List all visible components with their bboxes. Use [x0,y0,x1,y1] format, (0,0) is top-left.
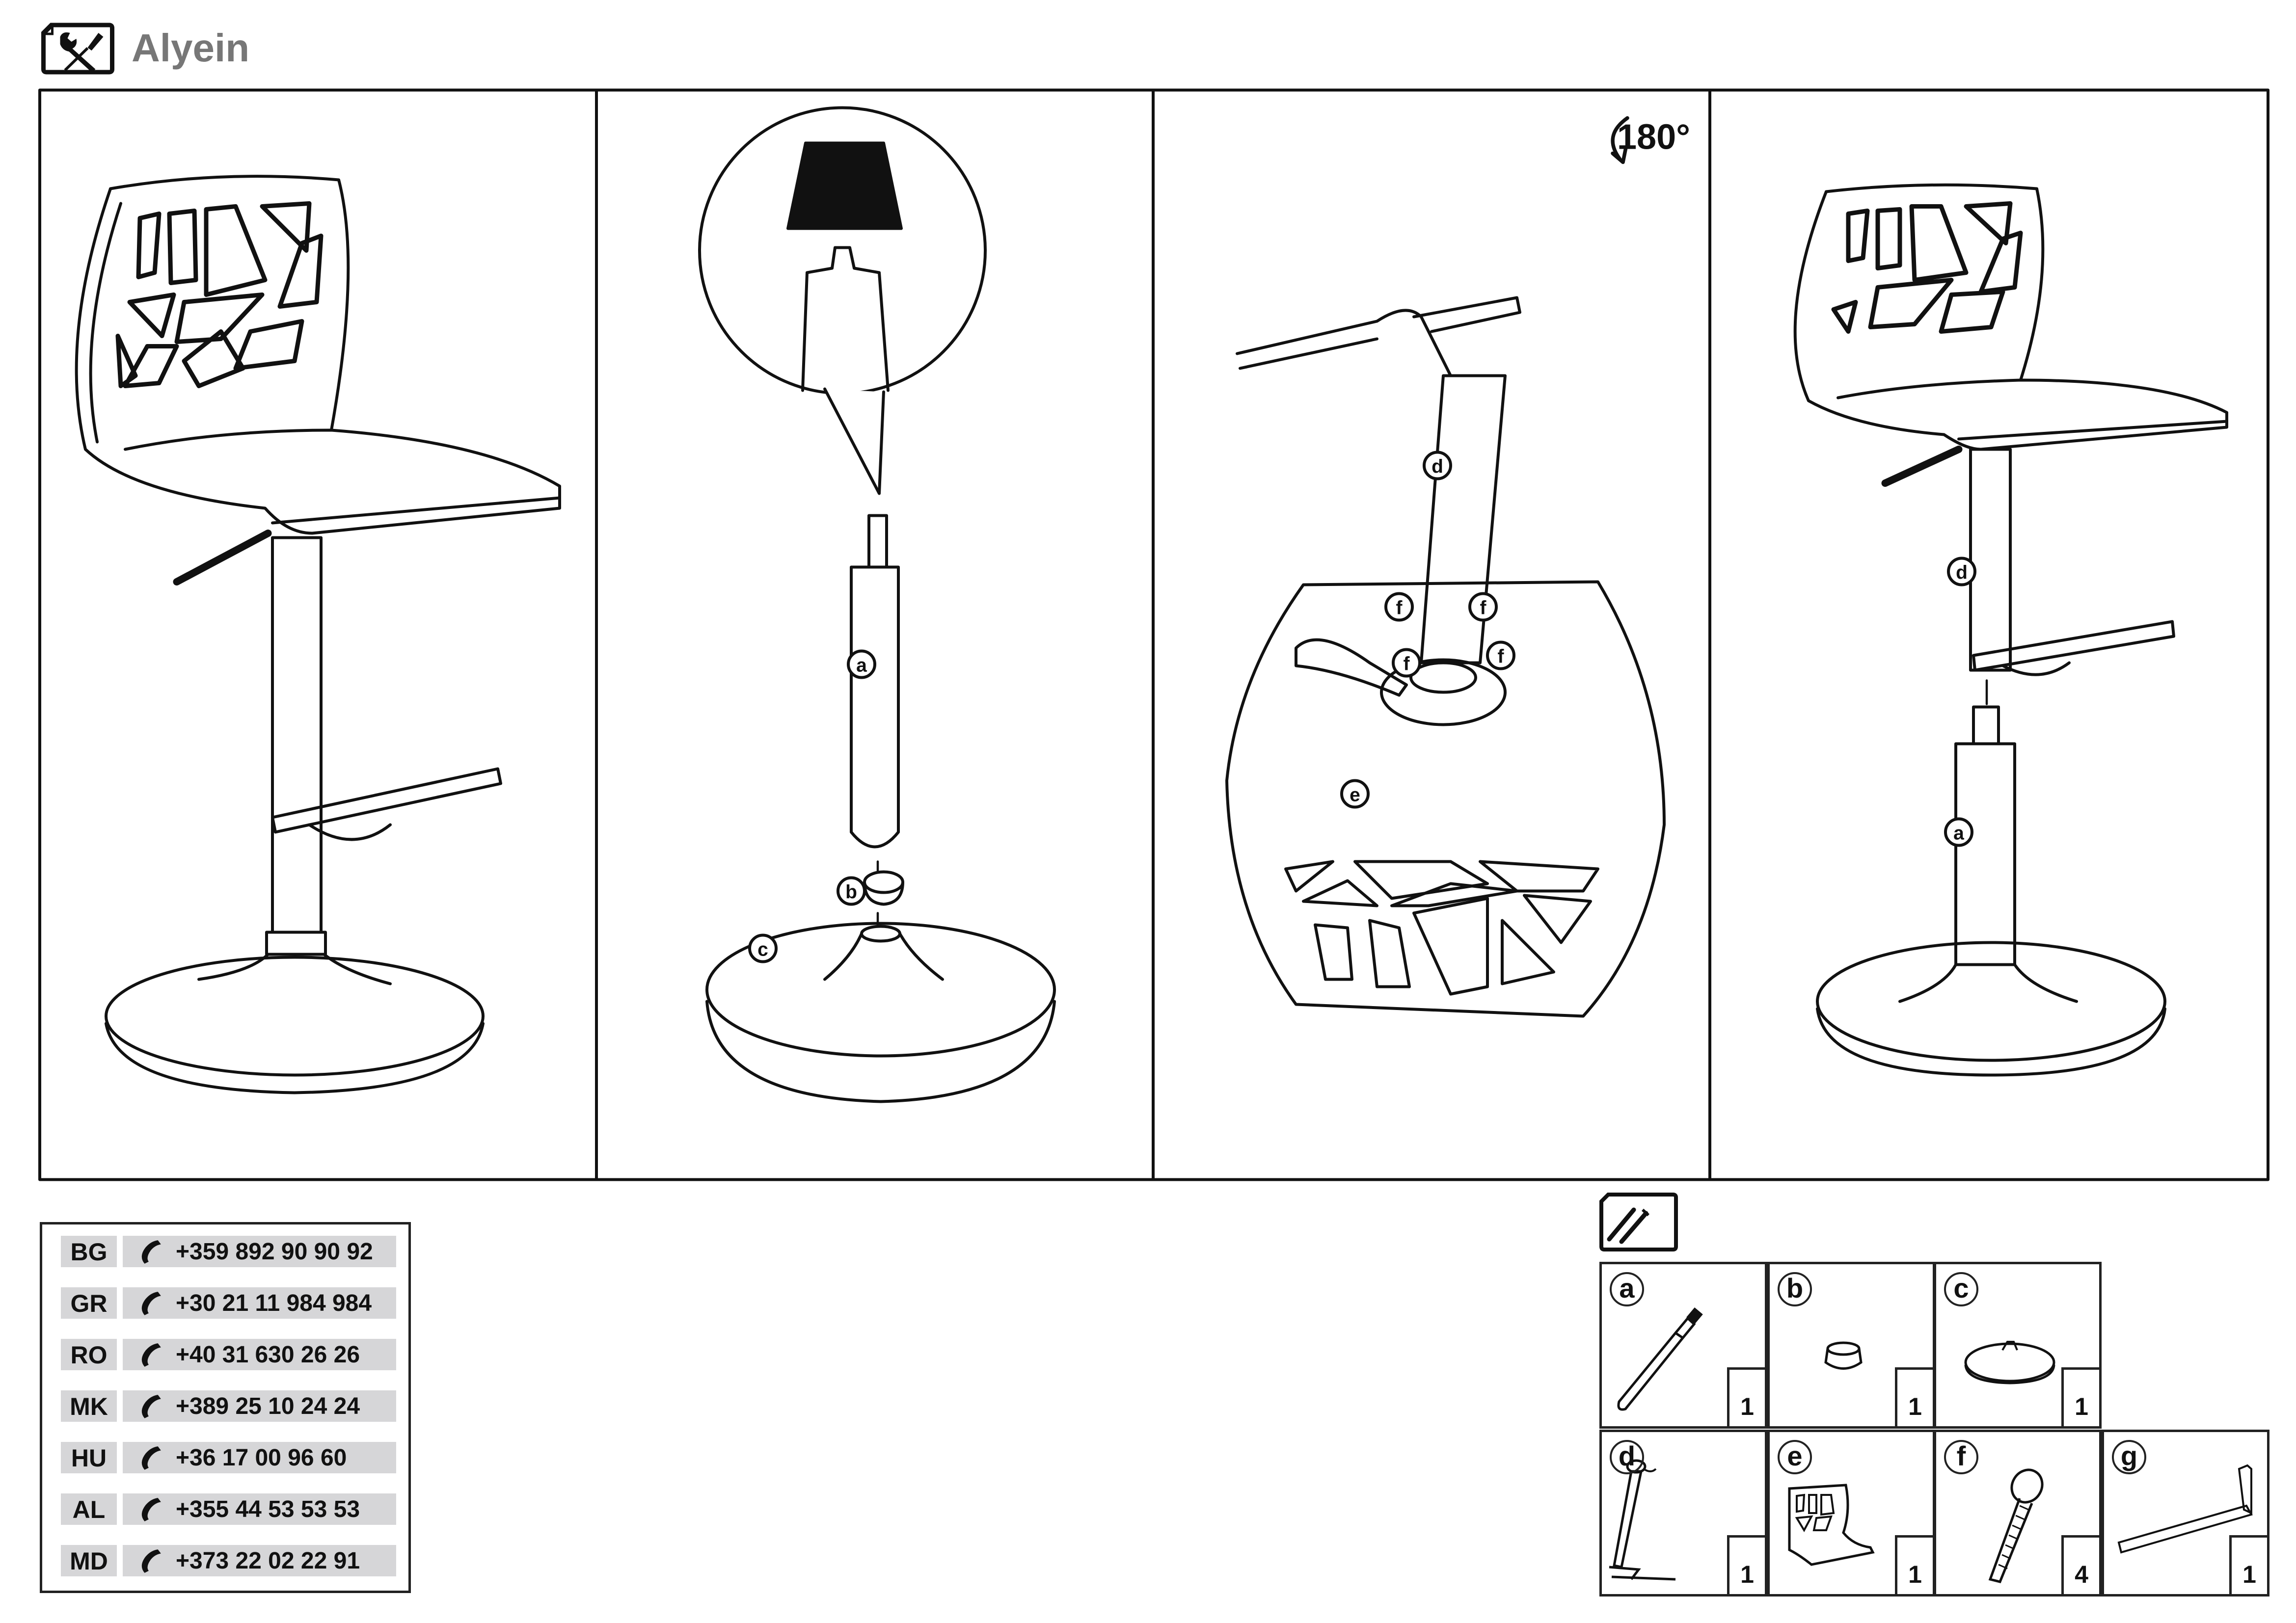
country-code: AL [61,1493,117,1525]
phone-icon [141,1549,161,1573]
country-code: RO [61,1339,117,1370]
country-code: MD [61,1545,117,1576]
callout-a: a [1953,823,1964,844]
step3-illustration [1225,116,1666,1018]
phone-number: +30 21 11 984 984 [176,1290,372,1316]
part-letter: g [2112,1440,2146,1474]
phone-number: +36 17 00 96 60 [176,1445,347,1471]
part-f-illustration [1988,1468,2044,1583]
part-b-illustration [1824,1341,1863,1370]
part-c-illustration [1964,1341,2055,1384]
country-code: GR [61,1287,117,1319]
callout-c: c [757,939,768,960]
callout-f: f [1396,598,1403,619]
wrench-screwdriver-icon [41,23,114,75]
phone-number-box: +40 31 630 26 26 [123,1339,396,1370]
phone-number-box: +373 22 02 22 91 [123,1545,396,1576]
callout-f: f [1404,654,1410,675]
part-quantity: 1 [1727,1535,1767,1596]
phone-number: +373 22 02 22 91 [176,1548,360,1574]
phone-icon [141,1395,161,1418]
phone-icon [141,1446,161,1470]
part-letter: e [1778,1440,1812,1474]
part-letter: a [1610,1272,1644,1306]
country-code: HU [61,1442,117,1473]
phone-icon [141,1240,161,1264]
callout-b: b [845,882,857,903]
part-quantity: 1 [2061,1367,2102,1429]
callout-d: d [1956,562,1968,584]
part-e-illustration [1788,1484,1875,1566]
part-letter: c [1944,1272,1978,1306]
step1-chair-illustration [75,175,561,1094]
country-code: MK [61,1390,117,1422]
callout-d: d [1432,456,1443,478]
step2-illustration [698,106,1056,1103]
callout-e: e [1350,785,1360,806]
part-quantity: 1 [1895,1535,1935,1596]
step4-chair-illustration [1793,183,2228,1077]
phone-icon [141,1498,161,1521]
callout-f: f [1498,646,1505,667]
phone-number-box: +359 892 90 90 92 [123,1236,396,1267]
phone-number-box: +355 44 53 53 53 [123,1493,396,1525]
phone-number: +40 31 630 26 26 [176,1342,360,1368]
phone-number-box: +30 21 11 984 984 [123,1287,396,1319]
part-letter: f [1944,1440,1978,1474]
phone-icon [141,1343,161,1367]
part-quantity: 1 [2229,1535,2269,1596]
part-quantity: 1 [1727,1367,1767,1429]
phone-number-box: +36 17 00 96 60 [123,1442,396,1473]
phone-icon [141,1292,161,1315]
part-quantity: 4 [2061,1535,2102,1596]
phone-number: +389 25 10 24 24 [176,1393,360,1419]
rotation-label: 180° [1617,118,1690,157]
phone-number: +359 892 90 90 92 [176,1239,373,1265]
callout-a: a [856,655,867,676]
part-letter: d [1610,1440,1644,1474]
phone-number-box: +389 25 10 24 24 [123,1390,396,1422]
part-letter: b [1778,1272,1812,1306]
page-title: Alyein [132,26,250,70]
callout-f: f [1480,598,1487,619]
part-quantity: 1 [1895,1367,1935,1429]
part-a-illustration [1617,1307,1703,1411]
parts-screws-icon [1599,1193,1678,1251]
country-code: BG [61,1236,117,1267]
part-g-illustration [2117,1464,2253,1554]
phone-number: +355 44 53 53 53 [176,1496,360,1522]
